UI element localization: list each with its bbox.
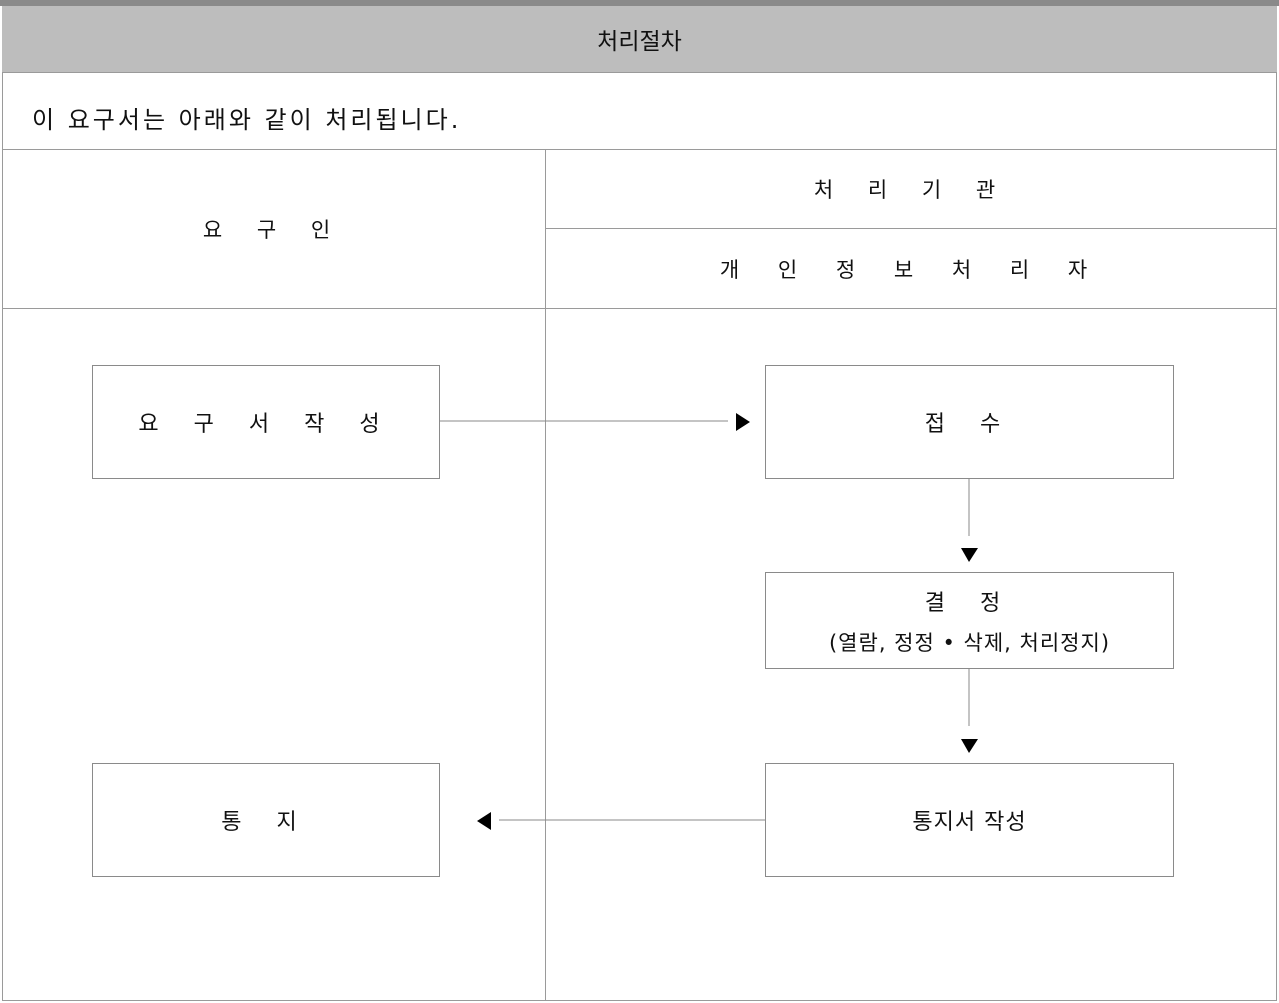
step-receipt-label: 접 수 bbox=[924, 412, 1015, 437]
page-title: 처리절차 bbox=[2, 6, 1277, 72]
step-write-request: 요 구 서 작 성 bbox=[92, 365, 440, 479]
column-subheader-processor: 개 인 정 보 처 리 자 bbox=[719, 257, 1104, 282]
step-notice-label: 통 지 bbox=[221, 810, 311, 835]
arrowhead-right bbox=[736, 413, 750, 431]
row-divider-header bbox=[2, 308, 1277, 309]
column-header-processor: 처 리 기 관 bbox=[813, 178, 1010, 202]
step-decision-detail: (열람, 정정 • 삭제, 처리정지) bbox=[828, 630, 1111, 655]
step-decision: 결 정 (열람, 정정 • 삭제, 처리정지) bbox=[765, 572, 1174, 669]
arrowhead-left bbox=[477, 812, 491, 830]
step-write-notice-label: 통지서 작성 bbox=[912, 810, 1027, 835]
step-receipt: 접 수 bbox=[765, 365, 1174, 479]
column-divider bbox=[545, 149, 546, 1001]
arrowhead-down-1 bbox=[961, 548, 978, 562]
intro-text: 이 요구서는 아래와 같이 처리됩니다. bbox=[32, 106, 462, 134]
top-rule bbox=[0, 0, 1279, 6]
step-notice: 통 지 bbox=[92, 763, 440, 877]
step-write-request-label: 요 구 서 작 성 bbox=[138, 412, 394, 437]
row-divider-intro bbox=[2, 149, 1277, 150]
procedure-table bbox=[2, 72, 1277, 1001]
header-sub-divider bbox=[545, 228, 1277, 229]
column-header-requester: 요 구 인 bbox=[202, 218, 345, 242]
step-decision-label: 결 정 bbox=[924, 590, 1015, 616]
step-write-notice: 통지서 작성 bbox=[765, 763, 1174, 877]
arrowhead-down-2 bbox=[961, 739, 978, 753]
